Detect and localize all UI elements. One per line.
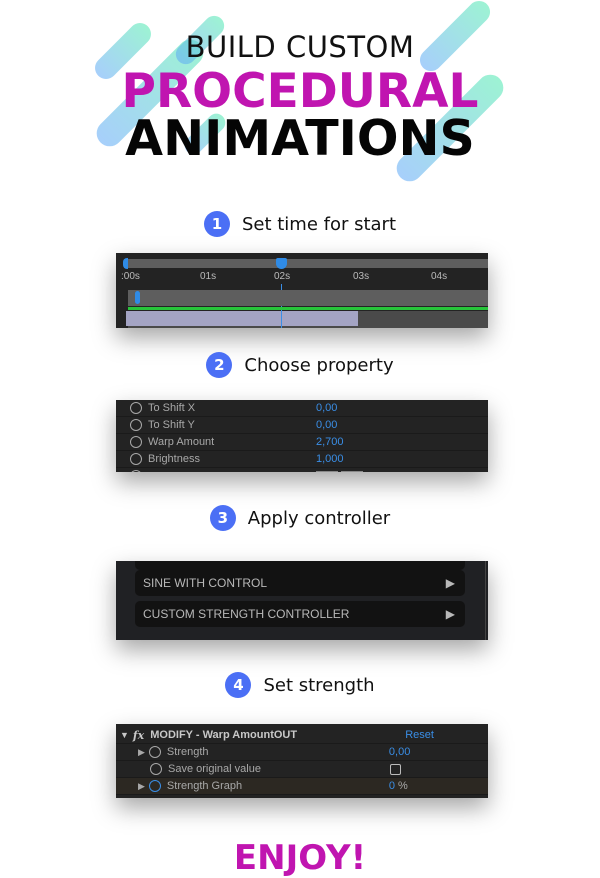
property-value[interactable]: 2,700 bbox=[316, 436, 344, 448]
step-label: Choose property bbox=[244, 354, 394, 376]
expand-arrow-icon[interactable]: ▶ bbox=[138, 746, 145, 757]
property-value[interactable]: 0,00 bbox=[316, 402, 338, 414]
play-arrow-icon: ▶ bbox=[445, 607, 455, 621]
footer-enjoy: ENJOY! bbox=[233, 838, 367, 878]
expand-arrow-icon[interactable]: ▶ bbox=[138, 780, 145, 791]
step-label: Apply controller bbox=[247, 507, 391, 529]
property-label: To Shift X bbox=[148, 402, 196, 414]
controller-label: SINE WITH CONTROL bbox=[143, 576, 268, 590]
playhead-handle[interactable] bbox=[276, 258, 287, 269]
timeline-panel: :00s 01s 02s 03s 04s bbox=[116, 253, 488, 328]
stopwatch-icon[interactable] bbox=[130, 402, 142, 414]
tick-label: :00s bbox=[121, 271, 140, 282]
playhead-line-lower bbox=[281, 311, 282, 328]
stopwatch-icon[interactable] bbox=[148, 746, 161, 758]
controller-item-sine[interactable]: SINE WITH CONTROL ▶ bbox=[135, 570, 465, 596]
property-label: Brightness bbox=[148, 453, 200, 465]
work-area-start-handle[interactable] bbox=[123, 258, 128, 269]
step-2: 2 Choose property bbox=[0, 352, 600, 378]
property-value[interactable]: 0 bbox=[388, 780, 396, 792]
stopwatch-icon[interactable] bbox=[150, 763, 162, 775]
property-value[interactable]: 0,00 bbox=[316, 419, 338, 431]
step-label: Set time for start bbox=[241, 213, 397, 235]
property-row[interactable] bbox=[116, 468, 488, 472]
title-line-3: ANIMATIONS bbox=[125, 110, 475, 167]
layer-track bbox=[128, 290, 488, 306]
expand-arrow-icon[interactable]: ▼ bbox=[120, 730, 129, 740]
stopwatch-icon[interactable] bbox=[130, 453, 142, 465]
effect-title: MODIFY - Warp AmountOUT bbox=[150, 729, 298, 741]
playhead-line bbox=[281, 284, 282, 328]
property-value[interactable]: 0,00 bbox=[388, 746, 411, 758]
stopwatch-icon[interactable] bbox=[130, 470, 142, 472]
property-label: Save original value bbox=[168, 763, 261, 775]
step-number: 4 bbox=[225, 672, 252, 698]
step-number: 1 bbox=[203, 211, 230, 237]
stopwatch-icon[interactable] bbox=[130, 436, 142, 448]
keyframe-marker[interactable] bbox=[135, 291, 140, 304]
property-row[interactable]: To Shift Y 0,00 bbox=[116, 417, 488, 434]
property-label: Strength bbox=[166, 746, 209, 758]
step-number: 3 bbox=[209, 505, 236, 531]
property-row[interactable]: Brightness 1,000 bbox=[116, 451, 488, 468]
eyedropper-button[interactable] bbox=[341, 471, 363, 472]
effect-row-save-original[interactable]: Save original value bbox=[116, 761, 488, 778]
render-bar bbox=[128, 307, 488, 310]
property-value[interactable]: 1,000 bbox=[316, 453, 344, 465]
color-swatch[interactable] bbox=[316, 471, 338, 472]
step-3: 3 Apply controller bbox=[0, 505, 600, 531]
tick-label: 03s bbox=[353, 271, 370, 282]
controller-item-custom-strength[interactable]: CUSTOM STRENGTH CONTROLLER ▶ bbox=[135, 601, 465, 627]
tick-label: 01s bbox=[200, 271, 217, 282]
stopwatch-icon[interactable] bbox=[130, 419, 142, 431]
property-label: Strength Graph bbox=[166, 780, 243, 792]
stopwatch-icon-active[interactable] bbox=[148, 780, 161, 792]
tick-label: 02s bbox=[274, 271, 291, 282]
step-label: Set strength bbox=[263, 674, 375, 696]
divider bbox=[485, 561, 486, 640]
title-line-1: BUILD CUSTOM bbox=[185, 30, 415, 64]
step-4: 4 Set strength bbox=[0, 672, 600, 698]
property-row[interactable]: To Shift X 0,00 bbox=[116, 400, 488, 417]
controller-label: CUSTOM STRENGTH CONTROLLER bbox=[143, 607, 350, 621]
play-arrow-icon: ▶ bbox=[445, 576, 455, 590]
tick-label: 04s bbox=[431, 271, 448, 282]
controller-item[interactable] bbox=[135, 561, 465, 570]
time-ruler[interactable]: :00s 01s 02s 03s 04s bbox=[116, 271, 488, 290]
title-line-2: PROCEDURAL bbox=[121, 64, 479, 119]
effect-panel: ▼fx MODIFY - Warp AmountOUT Reset ▶ Strengt… bbox=[116, 724, 488, 798]
property-label: To Shift Y bbox=[148, 419, 195, 431]
effect-row-strength-graph[interactable]: ▶ Strength Graph 0% bbox=[116, 778, 488, 795]
unit-label: % bbox=[398, 780, 408, 792]
work-area-bar[interactable] bbox=[124, 259, 488, 268]
property-row[interactable]: Warp Amount 2,700 bbox=[116, 434, 488, 451]
effect-row-strength[interactable]: ▶ Strength 0,00 bbox=[116, 744, 488, 761]
step-number: 2 bbox=[206, 352, 233, 378]
reset-button[interactable]: Reset bbox=[405, 729, 434, 741]
controller-panel: SINE WITH CONTROL ▶ CUSTOM STRENGTH CONTR… bbox=[116, 561, 488, 640]
checkbox[interactable] bbox=[390, 763, 401, 775]
layer-bar[interactable] bbox=[126, 311, 358, 326]
effect-header[interactable]: ▼fx MODIFY - Warp AmountOUT Reset bbox=[116, 727, 488, 744]
property-label: Warp Amount bbox=[148, 436, 215, 448]
fx-icon[interactable]: fx bbox=[132, 728, 145, 742]
step-1: 1 Set time for start bbox=[0, 211, 600, 237]
properties-panel: To Shift X 0,00 To Shift Y 0,00 Warp Amoun… bbox=[116, 400, 488, 472]
